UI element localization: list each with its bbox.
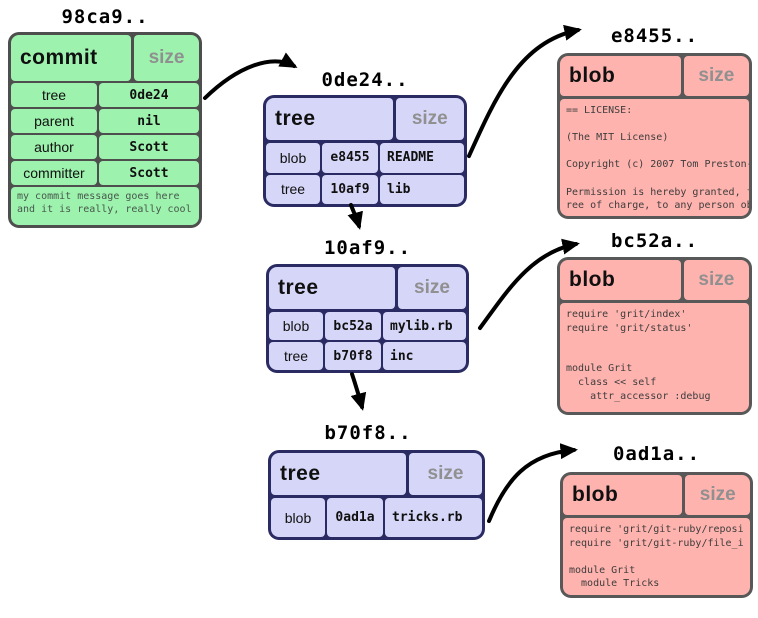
field-value: 0de24	[99, 83, 199, 107]
blob-size-label: size	[698, 65, 735, 86]
blob-content: require 'grit/index' require 'grit/statu…	[560, 303, 749, 412]
tree-id-label-10af9: 10af9..	[323, 237, 412, 259]
field-key: committer	[11, 161, 97, 185]
entry-name: inc	[383, 342, 466, 370]
arrow-tree-10af9-to-tree-b70f8	[350, 372, 367, 411]
blob-size-label: size	[699, 484, 736, 505]
field-key: author	[11, 135, 97, 159]
field-value: Scott	[99, 161, 199, 185]
entry-type: tree	[266, 174, 320, 204]
tree-size-label: size	[411, 108, 448, 129]
tree-entry-row: blob e8455 README	[266, 143, 464, 173]
tree-entry-row: blob 0ad1a tricks.rb	[271, 498, 482, 537]
tree-object-card-0de24: tree size blob e8455 README tree 10af9 l…	[263, 95, 467, 207]
blob-object-card-bc52a: blob size require 'grit/index' require '…	[557, 257, 752, 415]
entry-hash: 0ad1a	[327, 498, 383, 537]
blob-object-card-0ad1a: blob size require 'grit/git-ruby/reposi …	[560, 472, 753, 598]
field-key: parent	[11, 109, 97, 133]
tree-entry-row: blob bc52a mylib.rb	[269, 312, 466, 340]
commit-size-label: size	[148, 47, 185, 68]
tree-id-label-0de24: 0de24..	[321, 69, 409, 91]
blob-object-card-e8455: blob size == LICENSE: (The MIT License) …	[557, 53, 752, 219]
commit-field-row: committer Scott	[11, 161, 199, 185]
commit-id-label: 98ca9..	[61, 6, 149, 28]
commit-field-row: tree 0de24	[11, 83, 199, 107]
field-value: Scott	[99, 135, 199, 159]
field-value: nil	[99, 109, 199, 133]
entry-name: README	[380, 143, 464, 173]
tree-entry-row: tree b70f8 inc	[269, 342, 466, 370]
commit-message: my commit message goes here and it is re…	[11, 187, 199, 225]
tree-type-label: tree	[278, 276, 319, 299]
blob-size-label: size	[698, 269, 735, 290]
commit-object-card: commit size tree 0de24 parent nil author…	[8, 32, 202, 228]
entry-type: blob	[271, 498, 325, 537]
blob-id-label-0ad1a: 0ad1a..	[612, 443, 701, 465]
entry-type: blob	[269, 312, 323, 340]
blob-type-label: blob	[569, 268, 616, 291]
entry-name: tricks.rb	[385, 498, 482, 537]
commit-field-row: author Scott	[11, 135, 199, 159]
entry-type: tree	[269, 342, 323, 370]
tree-size-label: size	[414, 277, 450, 298]
tree-entry-row: tree 10af9 lib	[266, 174, 464, 204]
blob-type-label: blob	[569, 64, 616, 87]
blob-type-label: blob	[572, 483, 619, 506]
commit-field-row: parent nil	[11, 109, 199, 133]
field-key: tree	[11, 83, 97, 107]
entry-hash: 10af9	[322, 174, 378, 204]
entry-hash: b70f8	[325, 342, 381, 370]
commit-type-label: commit	[20, 46, 98, 69]
entry-hash: e8455	[322, 143, 378, 173]
tree-object-card-10af9: tree size blob bc52a mylib.rb tree b70f8…	[266, 264, 469, 373]
tree-type-label: tree	[280, 462, 321, 485]
tree-type-label: tree	[275, 107, 316, 130]
entry-name: lib	[380, 174, 464, 204]
entry-name: mylib.rb	[383, 312, 466, 340]
tree-object-card-b70f8: tree size blob 0ad1a tricks.rb	[268, 450, 485, 540]
tree-id-label-b70f8: b70f8..	[324, 422, 412, 444]
entry-type: blob	[266, 143, 320, 173]
entry-hash: bc52a	[325, 312, 381, 340]
blob-content: require 'grit/git-ruby/reposi require 'g…	[563, 518, 750, 595]
blob-id-label-bc52a: bc52a..	[610, 230, 699, 252]
arrow-tree-0de24-to-tree-10af9	[347, 203, 363, 230]
blob-content: == LICENSE: (The MIT License) Copyright …	[560, 99, 749, 216]
blob-id-label-e8455: e8455..	[610, 25, 699, 47]
tree-size-label: size	[427, 463, 464, 484]
